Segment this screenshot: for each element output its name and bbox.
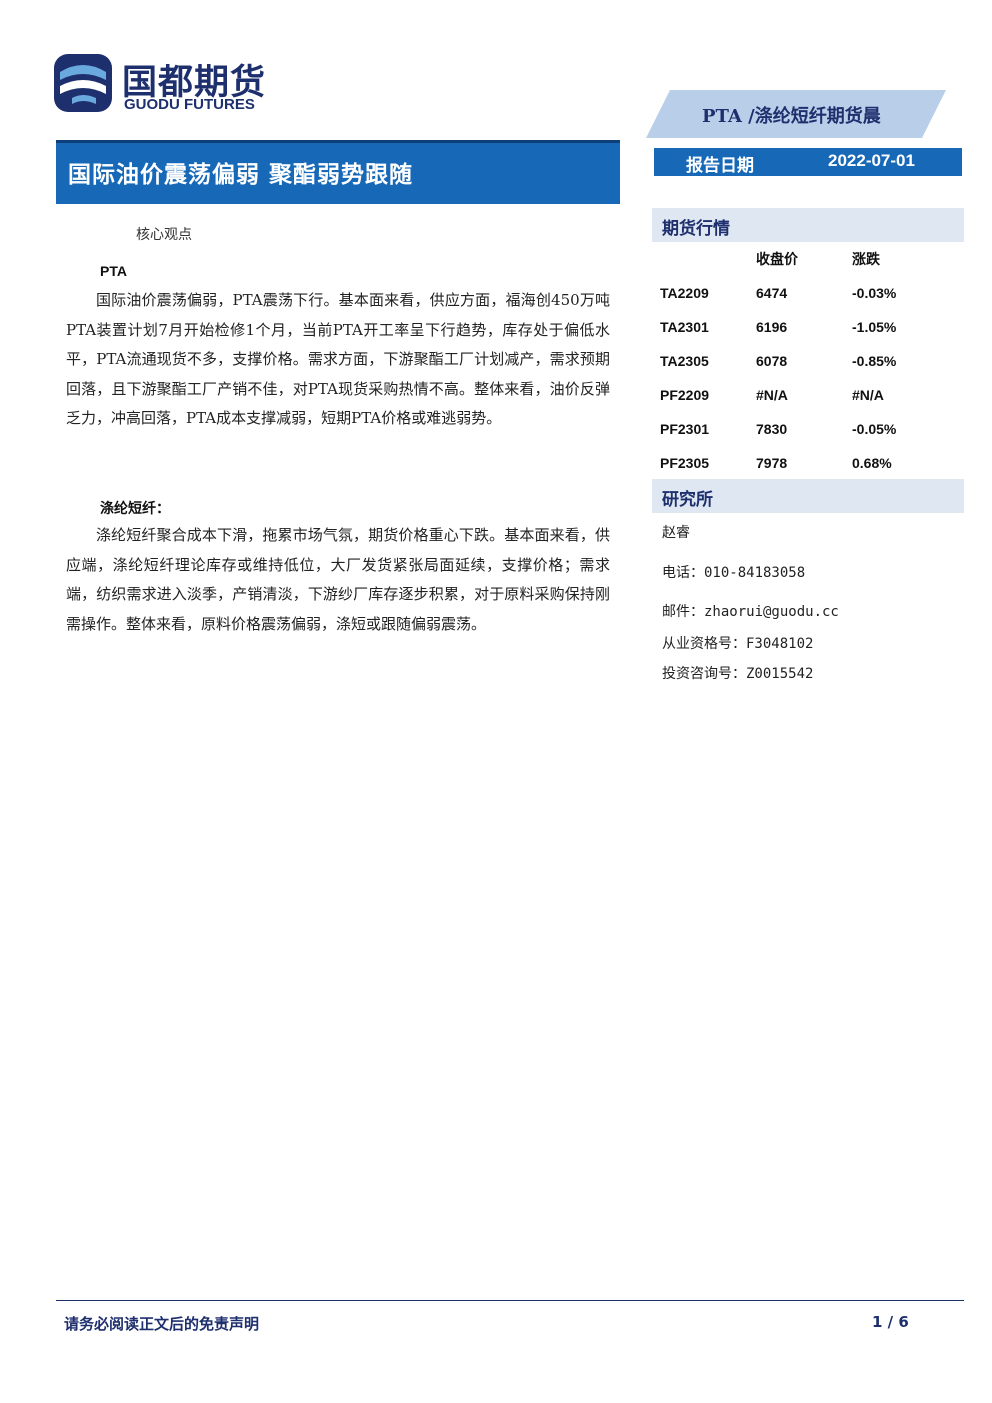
- table-row: PF2301 7830 -0.05%: [652, 412, 964, 446]
- psf-paragraph: 涤纶短纤聚合成本下滑，拖累市场气氛，期货价格重心下跌。基本面来看，供应端，涤纶短…: [66, 526, 610, 633]
- table-row: TA2209 6474 -0.03%: [652, 276, 964, 310]
- banner-shape: [646, 90, 946, 138]
- price-change: -0.05%: [852, 421, 897, 437]
- price-change: 0.68%: [852, 455, 892, 471]
- col-close: 收盘价: [756, 252, 798, 268]
- footer-disclaimer: 请务必阅读正文后的免责声明: [64, 1315, 260, 1333]
- table-row: TA2305 6078 -0.85%: [652, 344, 964, 378]
- logo-english-name: GUODU FUTURES: [124, 96, 255, 113]
- close-price: 6196: [756, 319, 788, 335]
- analyst-advisor-number: 投资咨询号：Z0015542: [662, 666, 814, 682]
- market-section-header: 期货行情: [652, 208, 964, 242]
- analyst-email[interactable]: 邮件：zhaorui@guodu.cc: [662, 604, 839, 620]
- contract-code: PF2305: [660, 455, 710, 471]
- price-change: -0.03%: [852, 285, 897, 301]
- price-change: -1.05%: [852, 319, 897, 335]
- company-logo: 国都期货 GUODU FUTURES: [52, 52, 292, 118]
- analyst-name: 赵睿: [662, 525, 690, 541]
- psf-heading: 涤纶短纤：: [100, 501, 170, 517]
- report-date-bar: 报告日期 2022-07-01: [654, 148, 962, 176]
- table-row: PF2305 7978 0.68%: [652, 446, 964, 480]
- report-date-label: 报告日期: [686, 156, 754, 176]
- close-price: 7978: [756, 455, 788, 471]
- contract-code: TA2301: [660, 319, 709, 335]
- report-title-bar: 国际油价震荡偏弱 聚酯弱势跟随: [56, 140, 620, 204]
- research-section-header: 研究所: [652, 479, 964, 513]
- col-change: 涨跌: [852, 252, 880, 268]
- page-number: 1 / 6: [872, 1313, 909, 1331]
- close-price: 7830: [756, 421, 788, 437]
- logo-chinese-name: 国都期货: [122, 63, 267, 103]
- contract-code: PF2301: [660, 421, 710, 437]
- research-heading: 研究所: [662, 490, 713, 510]
- close-price: #N/A: [756, 387, 788, 403]
- table-row: TA2301 6196 -1.05%: [652, 310, 964, 344]
- analyst-license: 从业资格号：F3048102: [662, 636, 814, 652]
- market-heading: 期货行情: [662, 219, 730, 239]
- market-quotes-table: 收盘价 涨跌 TA2209 6474 -0.03% TA2301 6196 -1…: [652, 242, 964, 480]
- guodu-logo-icon: [54, 54, 112, 112]
- report-category: PTA /涤纶短纤期货晨: [702, 106, 881, 127]
- analyst-phone: 电话：010-84183058: [662, 565, 806, 581]
- close-price: 6474: [756, 285, 788, 301]
- pta-paragraph: 国际油价震荡偏弱，PTA震荡下行。基本面来看，供应方面，福海创450万吨PTA装…: [66, 291, 610, 427]
- price-change: #N/A: [852, 387, 884, 403]
- close-price: 6078: [756, 353, 788, 369]
- table-row: PF2209 #N/A #N/A: [652, 378, 964, 412]
- footer-divider: [56, 1300, 964, 1301]
- report-category-banner: PTA /涤纶短纤期货晨: [646, 90, 946, 138]
- price-change: -0.85%: [852, 353, 897, 369]
- contract-code: TA2209: [660, 285, 709, 301]
- pta-heading: PTA: [100, 263, 127, 279]
- table-header-row: 收盘价 涨跌: [652, 242, 964, 276]
- col-contract: [652, 242, 756, 276]
- contract-code: TA2305: [660, 353, 709, 369]
- report-date-value: 2022-07-01: [828, 151, 915, 170]
- core-viewpoint-label: 核心观点: [136, 227, 192, 243]
- contract-code: PF2209: [660, 387, 710, 403]
- report-title: 国际油价震荡偏弱 聚酯弱势跟随: [68, 161, 414, 188]
